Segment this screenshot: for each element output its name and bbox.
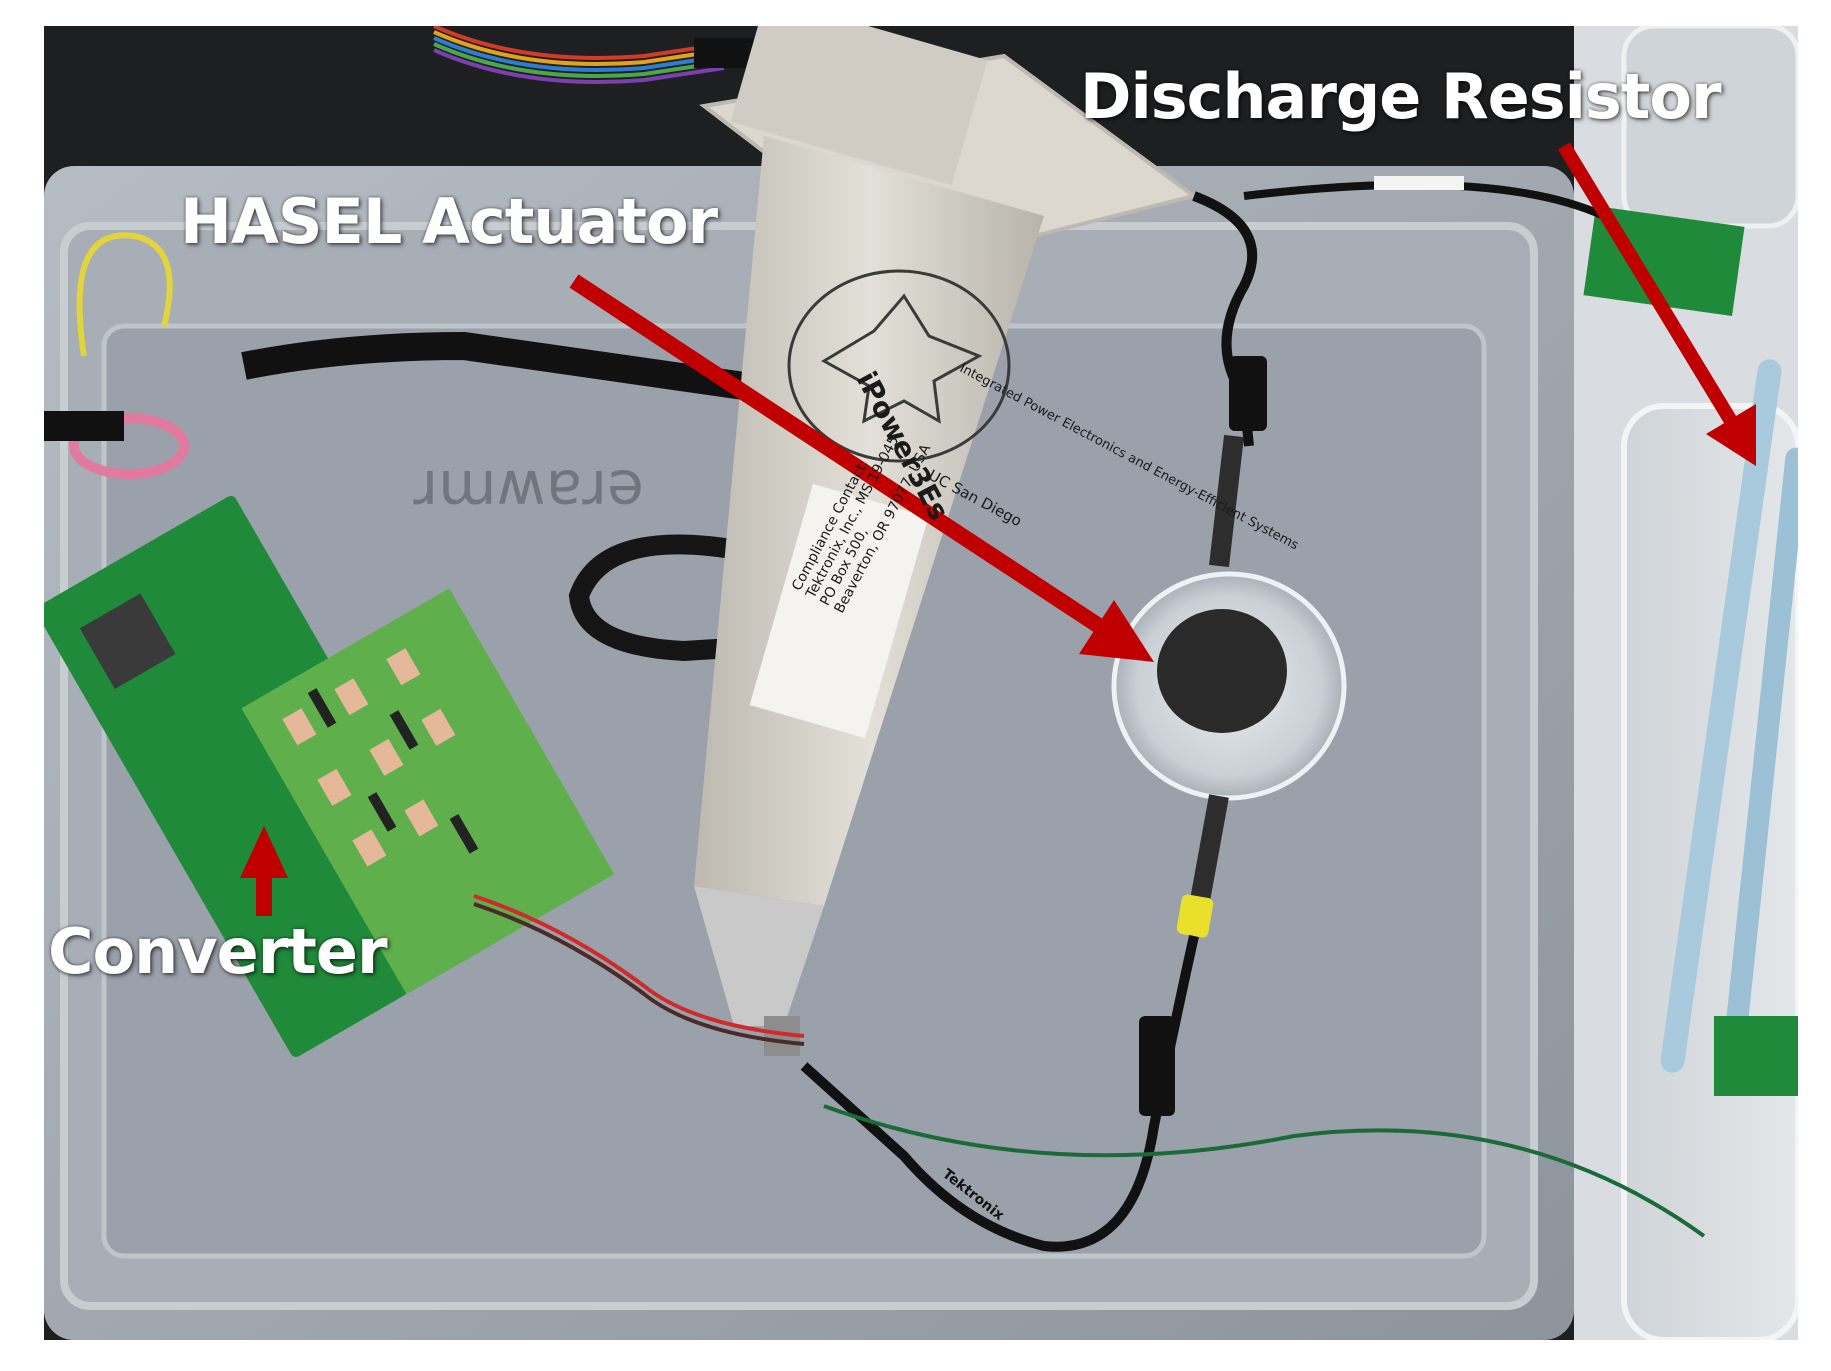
- yellow-wire: [76, 232, 173, 357]
- ribbon-cable: [433, 26, 754, 84]
- top-connector: [1229, 356, 1267, 431]
- green-wire: [823, 1104, 1706, 1238]
- bottom-connector: [1139, 1016, 1175, 1116]
- hasel-actuator: [1111, 434, 1347, 938]
- hasel-actuator-label: HASEL Actuator: [180, 185, 718, 258]
- photo-frame: erawmr: [44, 26, 1798, 1340]
- dark-wire: [473, 902, 805, 1046]
- converter-label: Converter: [48, 915, 388, 988]
- arrow-to-resistor-icon: [1558, 142, 1756, 466]
- discharge-resistor-label: Discharge Resistor: [1080, 60, 1722, 133]
- hv-probe: [694, 26, 1199, 1056]
- svg-text:erawmr: erawmr: [413, 456, 644, 526]
- converter-pcb: [44, 495, 615, 1057]
- ground-clip: [241, 331, 746, 400]
- resistor-rod: [1722, 447, 1798, 1065]
- photo-scene: erawmr: [44, 26, 1798, 1340]
- probe-cable: [568, 534, 765, 662]
- arrow-to-converter-icon: [240, 826, 288, 916]
- label-sleeve: [1374, 176, 1464, 190]
- red-wire: [473, 894, 805, 1038]
- resistor-rod: [1660, 359, 1782, 1073]
- probe-ring: [69, 413, 189, 479]
- arrow-to-actuator-icon: [569, 274, 1154, 662]
